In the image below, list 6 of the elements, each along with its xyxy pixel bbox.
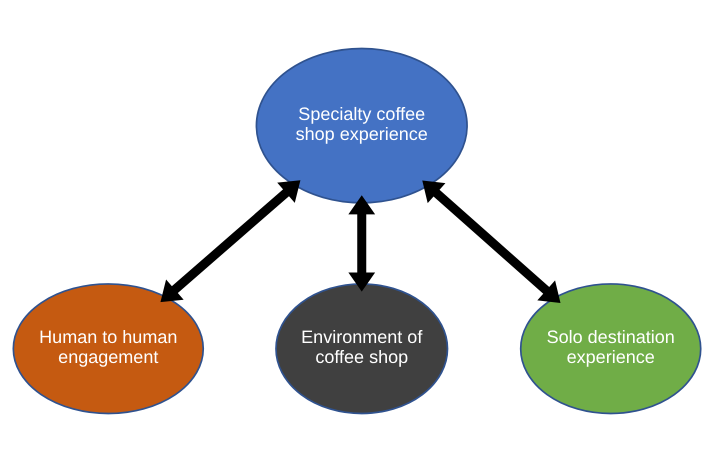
node-ellipse: Human to human engagement [12, 282, 204, 414]
arrow [348, 194, 376, 292]
arrow [422, 180, 560, 303]
node-ellipse: Solo destination experience [520, 282, 702, 414]
node-ellipse: Environment of coffee shop [275, 282, 448, 414]
arrow [160, 180, 300, 302]
